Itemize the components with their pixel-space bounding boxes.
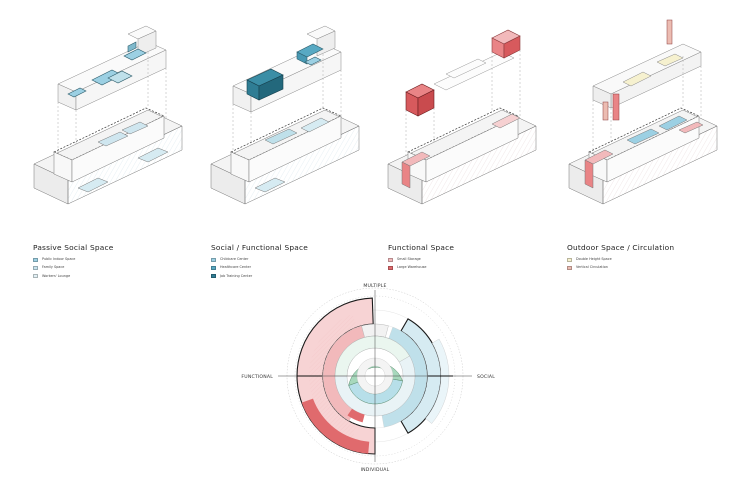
lower-building-mass — [33, 107, 183, 205]
small-storage-volume-right — [491, 29, 521, 59]
legend-label: Workers' Lounge — [42, 273, 71, 278]
legend-item: Childcare Center — [211, 256, 381, 263]
legend-swatch — [388, 265, 393, 270]
legend-swatch — [567, 257, 572, 262]
legend-label: Childcare Center — [220, 257, 249, 261]
legend-swatch — [567, 265, 572, 270]
legend-label: Vertical Circulation — [576, 265, 608, 270]
radial-program-diagram: MULTIPLE INDIVIDUAL FUNCTIONAL SOCIAL — [240, 276, 510, 485]
legend-item: Double Height Space — [567, 256, 737, 263]
upper-floor-outline — [433, 51, 515, 91]
legend-title: Functional Space — [388, 243, 455, 252]
axis-label-functional: FUNCTIONAL — [241, 374, 273, 380]
lower-building-mass — [387, 107, 537, 205]
legend-label: Family Space — [42, 265, 65, 270]
legend-item: Vertical Circulation — [567, 264, 737, 271]
legend-item: Job Training Center — [211, 273, 381, 280]
upper-floor-stack — [232, 25, 342, 113]
legend-item: Workers' Lounge — [33, 273, 203, 280]
radial-arcs — [296, 297, 450, 455]
legend-swatch — [33, 274, 38, 279]
legend-swatch — [33, 265, 38, 270]
legend-label: Large Warehouse — [397, 265, 427, 270]
social-thin-arc — [425, 338, 450, 424]
legend-label: Healthcare Center — [220, 265, 251, 270]
job-training-center-volume — [246, 68, 284, 101]
accent-arc — [347, 408, 365, 423]
lower-building-mass — [210, 107, 360, 205]
axis-label-social: SOCIAL — [477, 374, 495, 380]
legend-swatch — [33, 257, 38, 262]
legend-outdoor-space-circulation: Outdoor Space / Circulation Double Heigh… — [567, 243, 737, 273]
upper-floor-stack — [57, 25, 167, 111]
projection-lines — [57, 52, 167, 172]
legend-item: Large Warehouse — [388, 264, 558, 271]
legend-item: Healthcare Center — [211, 264, 381, 271]
legend-title: Social / Functional Space — [211, 243, 308, 252]
legend-title: Passive Social Space — [33, 243, 114, 252]
legend-title: Outdoor Space / Circulation — [567, 243, 675, 252]
axis-label-individual: INDIVIDUAL — [361, 467, 390, 473]
legend-swatch — [388, 257, 393, 262]
legend-swatch — [211, 265, 216, 270]
legend-item: Public Indoor Space — [33, 256, 203, 263]
legend-functional-space: Functional Space Small Storage Large War… — [388, 243, 558, 273]
legend-swatch — [211, 274, 216, 279]
legend-label: Double Height Space — [576, 257, 612, 261]
axis-label-multiple: MULTIPLE — [363, 283, 386, 289]
axonometric-diagram-passive-social — [28, 12, 188, 217]
large-warehouse-arc — [301, 398, 370, 454]
vertical-circulation-towers — [602, 19, 673, 121]
legend-swatch — [211, 257, 216, 262]
legend-label: Job Training Center — [220, 273, 253, 278]
axonometric-diagram-functional — [382, 12, 542, 217]
axonometric-diagram-outdoor-circulation — [563, 12, 723, 217]
legend-label: Small Storage — [397, 257, 421, 261]
legend-passive-social-space: Passive Social Space Public Indoor Space… — [33, 243, 203, 281]
legend-label: Public Indoor Space — [42, 257, 76, 261]
legend-social-functional-space: Social / Functional Space Childcare Cent… — [211, 243, 381, 281]
lower-building-mass — [568, 107, 718, 205]
legend-item: Family Space — [33, 264, 203, 271]
upper-roof-structure — [592, 43, 702, 109]
inner-green-arc — [334, 335, 410, 377]
axonometric-diagram-social-functional — [205, 12, 365, 217]
healthcare-center-volume — [296, 43, 324, 66]
large-warehouse-volume-left — [405, 83, 435, 117]
functional-hatch-arc — [309, 313, 358, 439]
public-indoor-space-volumes — [67, 41, 147, 98]
legend-item: Small Storage — [388, 256, 558, 263]
